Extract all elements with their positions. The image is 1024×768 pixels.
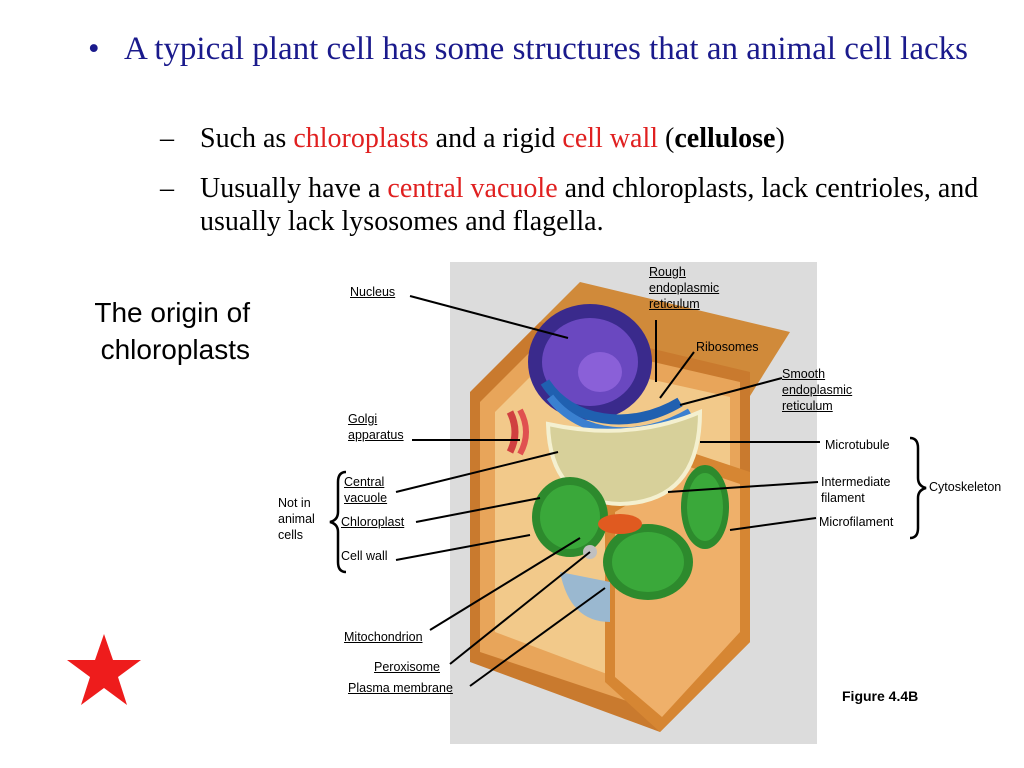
sub-bullet-2-text: Uusually have a central vacuole and chlo… [200, 173, 979, 237]
label-chloroplast: Chloroplast [341, 515, 405, 529]
label-cell-wall: Cell wall [341, 549, 388, 563]
label-ribosomes: Ribosomes [696, 340, 759, 354]
label-cytoskeleton: Cytoskeleton [929, 480, 1002, 494]
figure-caption: Figure 4.4B [842, 688, 919, 704]
side-title-line2: chloroplasts [100, 334, 250, 365]
sub-bullet-dash: – [160, 123, 174, 154]
label-plasma-membrane: Plasma membrane [348, 681, 453, 695]
label-peroxisome: Peroxisome [374, 660, 440, 674]
label-microtubule: Microtubule [825, 438, 890, 452]
plant-cell-illustration [470, 282, 790, 732]
sub-bullet-1-text: Such as chloroplasts and a rigid cell wa… [200, 123, 785, 154]
sub-bullet-dash: – [160, 173, 174, 204]
main-bullet-text: A typical plant cell has some structures… [124, 31, 968, 67]
highlight-cell-wall: cell wall [562, 123, 659, 154]
label-mitochondrion: Mitochondrion [344, 630, 423, 644]
bullet-dot: • [88, 31, 100, 67]
side-title-line1: The origin of [94, 297, 250, 328]
label-microfilament: Microfilament [819, 515, 894, 529]
label-nucleus: Nucleus [350, 285, 396, 299]
side-title: The origin of chloroplasts [40, 294, 250, 368]
highlight-central-vacuole: central vacuole [387, 173, 558, 204]
highlight-chloroplasts: chloroplasts [293, 123, 429, 154]
star-icon [67, 634, 141, 705]
bold-cellulose: cellulose [674, 123, 776, 154]
